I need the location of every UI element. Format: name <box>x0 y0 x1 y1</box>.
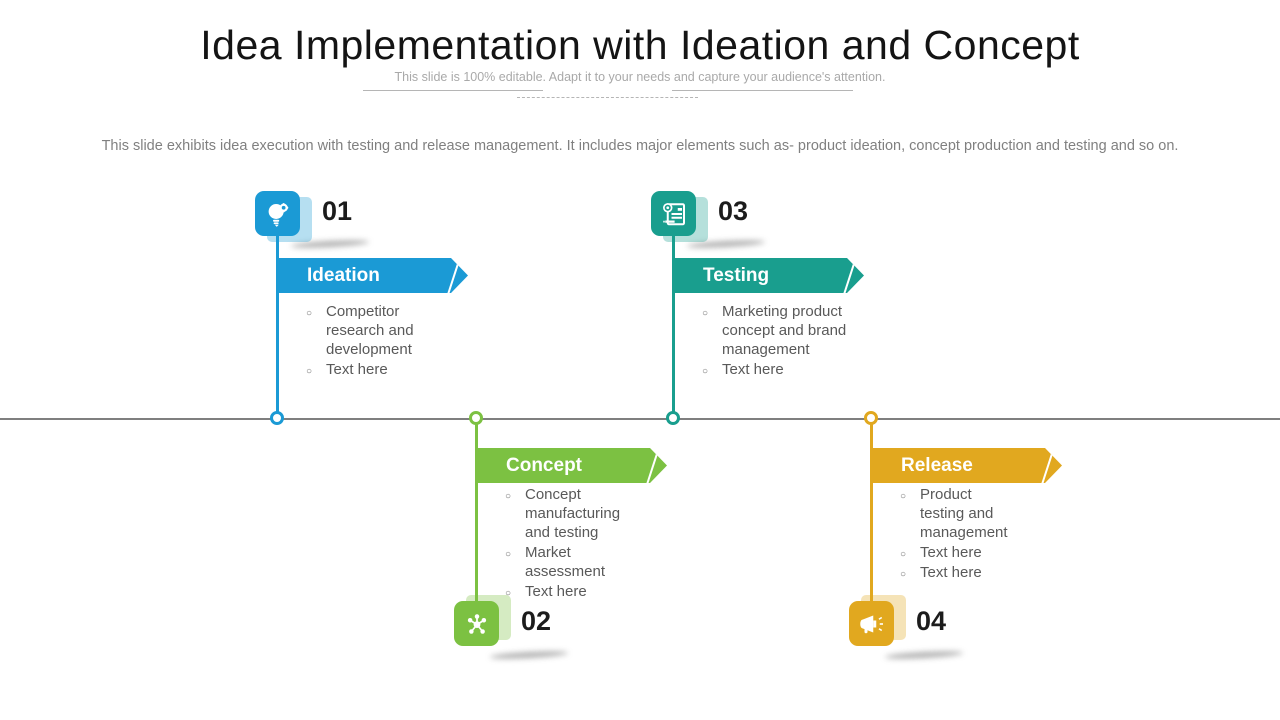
step-number: 04 <box>916 606 947 636</box>
step-banner-label: Release <box>901 455 973 476</box>
step-banner-label: Testing <box>703 265 770 286</box>
step-connector-line <box>275 234 279 418</box>
step-banner: Release <box>870 448 1062 483</box>
swoosh-shadow <box>884 649 964 661</box>
bullet-item: Text here <box>305 360 425 381</box>
timeline-dot <box>864 411 878 425</box>
step-number: 03 <box>718 196 749 226</box>
step-bullets: Concept manufacturing and testingMarket … <box>504 485 646 603</box>
step-number: 02 <box>521 606 552 636</box>
step-connector-line <box>869 419 873 609</box>
step-banner: Ideation <box>276 258 468 293</box>
slide-title: Idea Implementation with Ideation and Co… <box>200 22 1080 68</box>
step-banner: Concept <box>475 448 667 483</box>
underline-left <box>363 90 543 91</box>
step-bullets: Marketing product concept and brand mana… <box>701 302 853 381</box>
timeline-dot <box>270 411 284 425</box>
bullet-item: Competitor research and development <box>305 302 425 359</box>
bullet-item: Text here <box>701 360 853 381</box>
report-gear-icon <box>659 199 689 229</box>
step-banner-label: Ideation <box>307 265 380 286</box>
network-icon <box>462 609 492 639</box>
step-banner: Testing <box>672 258 864 293</box>
step-bullets: Competitor research and developmentText … <box>305 302 425 381</box>
step-number: 01 <box>322 196 353 226</box>
step-connector-line <box>474 419 478 609</box>
underline-right <box>672 90 853 91</box>
bullet-item: Text here <box>504 582 646 603</box>
step-connector-line <box>671 234 675 418</box>
swoosh-shadow <box>489 649 569 661</box>
timeline-dot <box>469 411 483 425</box>
bullet-item: Text here <box>899 543 1011 564</box>
step-banner-label: Concept <box>506 455 582 476</box>
icon-tile <box>454 601 499 646</box>
bulb-gear-icon <box>263 199 293 229</box>
timeline-line <box>0 418 1280 420</box>
bullet-item: Market assessment <box>504 543 646 581</box>
bullet-item: Concept manufacturing and testing <box>504 485 646 542</box>
icon-tile <box>255 191 300 236</box>
bullet-item: Text here <box>899 563 1011 584</box>
underline-dashed <box>517 97 698 98</box>
icon-tile <box>651 191 696 236</box>
slide-description: This slide exhibits idea execution with … <box>101 138 1179 154</box>
icon-tile <box>849 601 894 646</box>
step-bullets: Product testing and managementText hereT… <box>899 485 1011 584</box>
bullet-item: Product testing and management <box>899 485 1011 542</box>
bullet-item: Marketing product concept and brand mana… <box>701 302 853 359</box>
megaphone-icon <box>857 609 887 639</box>
slide-subtitle: This slide is 100% editable. Adapt it to… <box>394 70 886 84</box>
timeline-dot <box>666 411 680 425</box>
